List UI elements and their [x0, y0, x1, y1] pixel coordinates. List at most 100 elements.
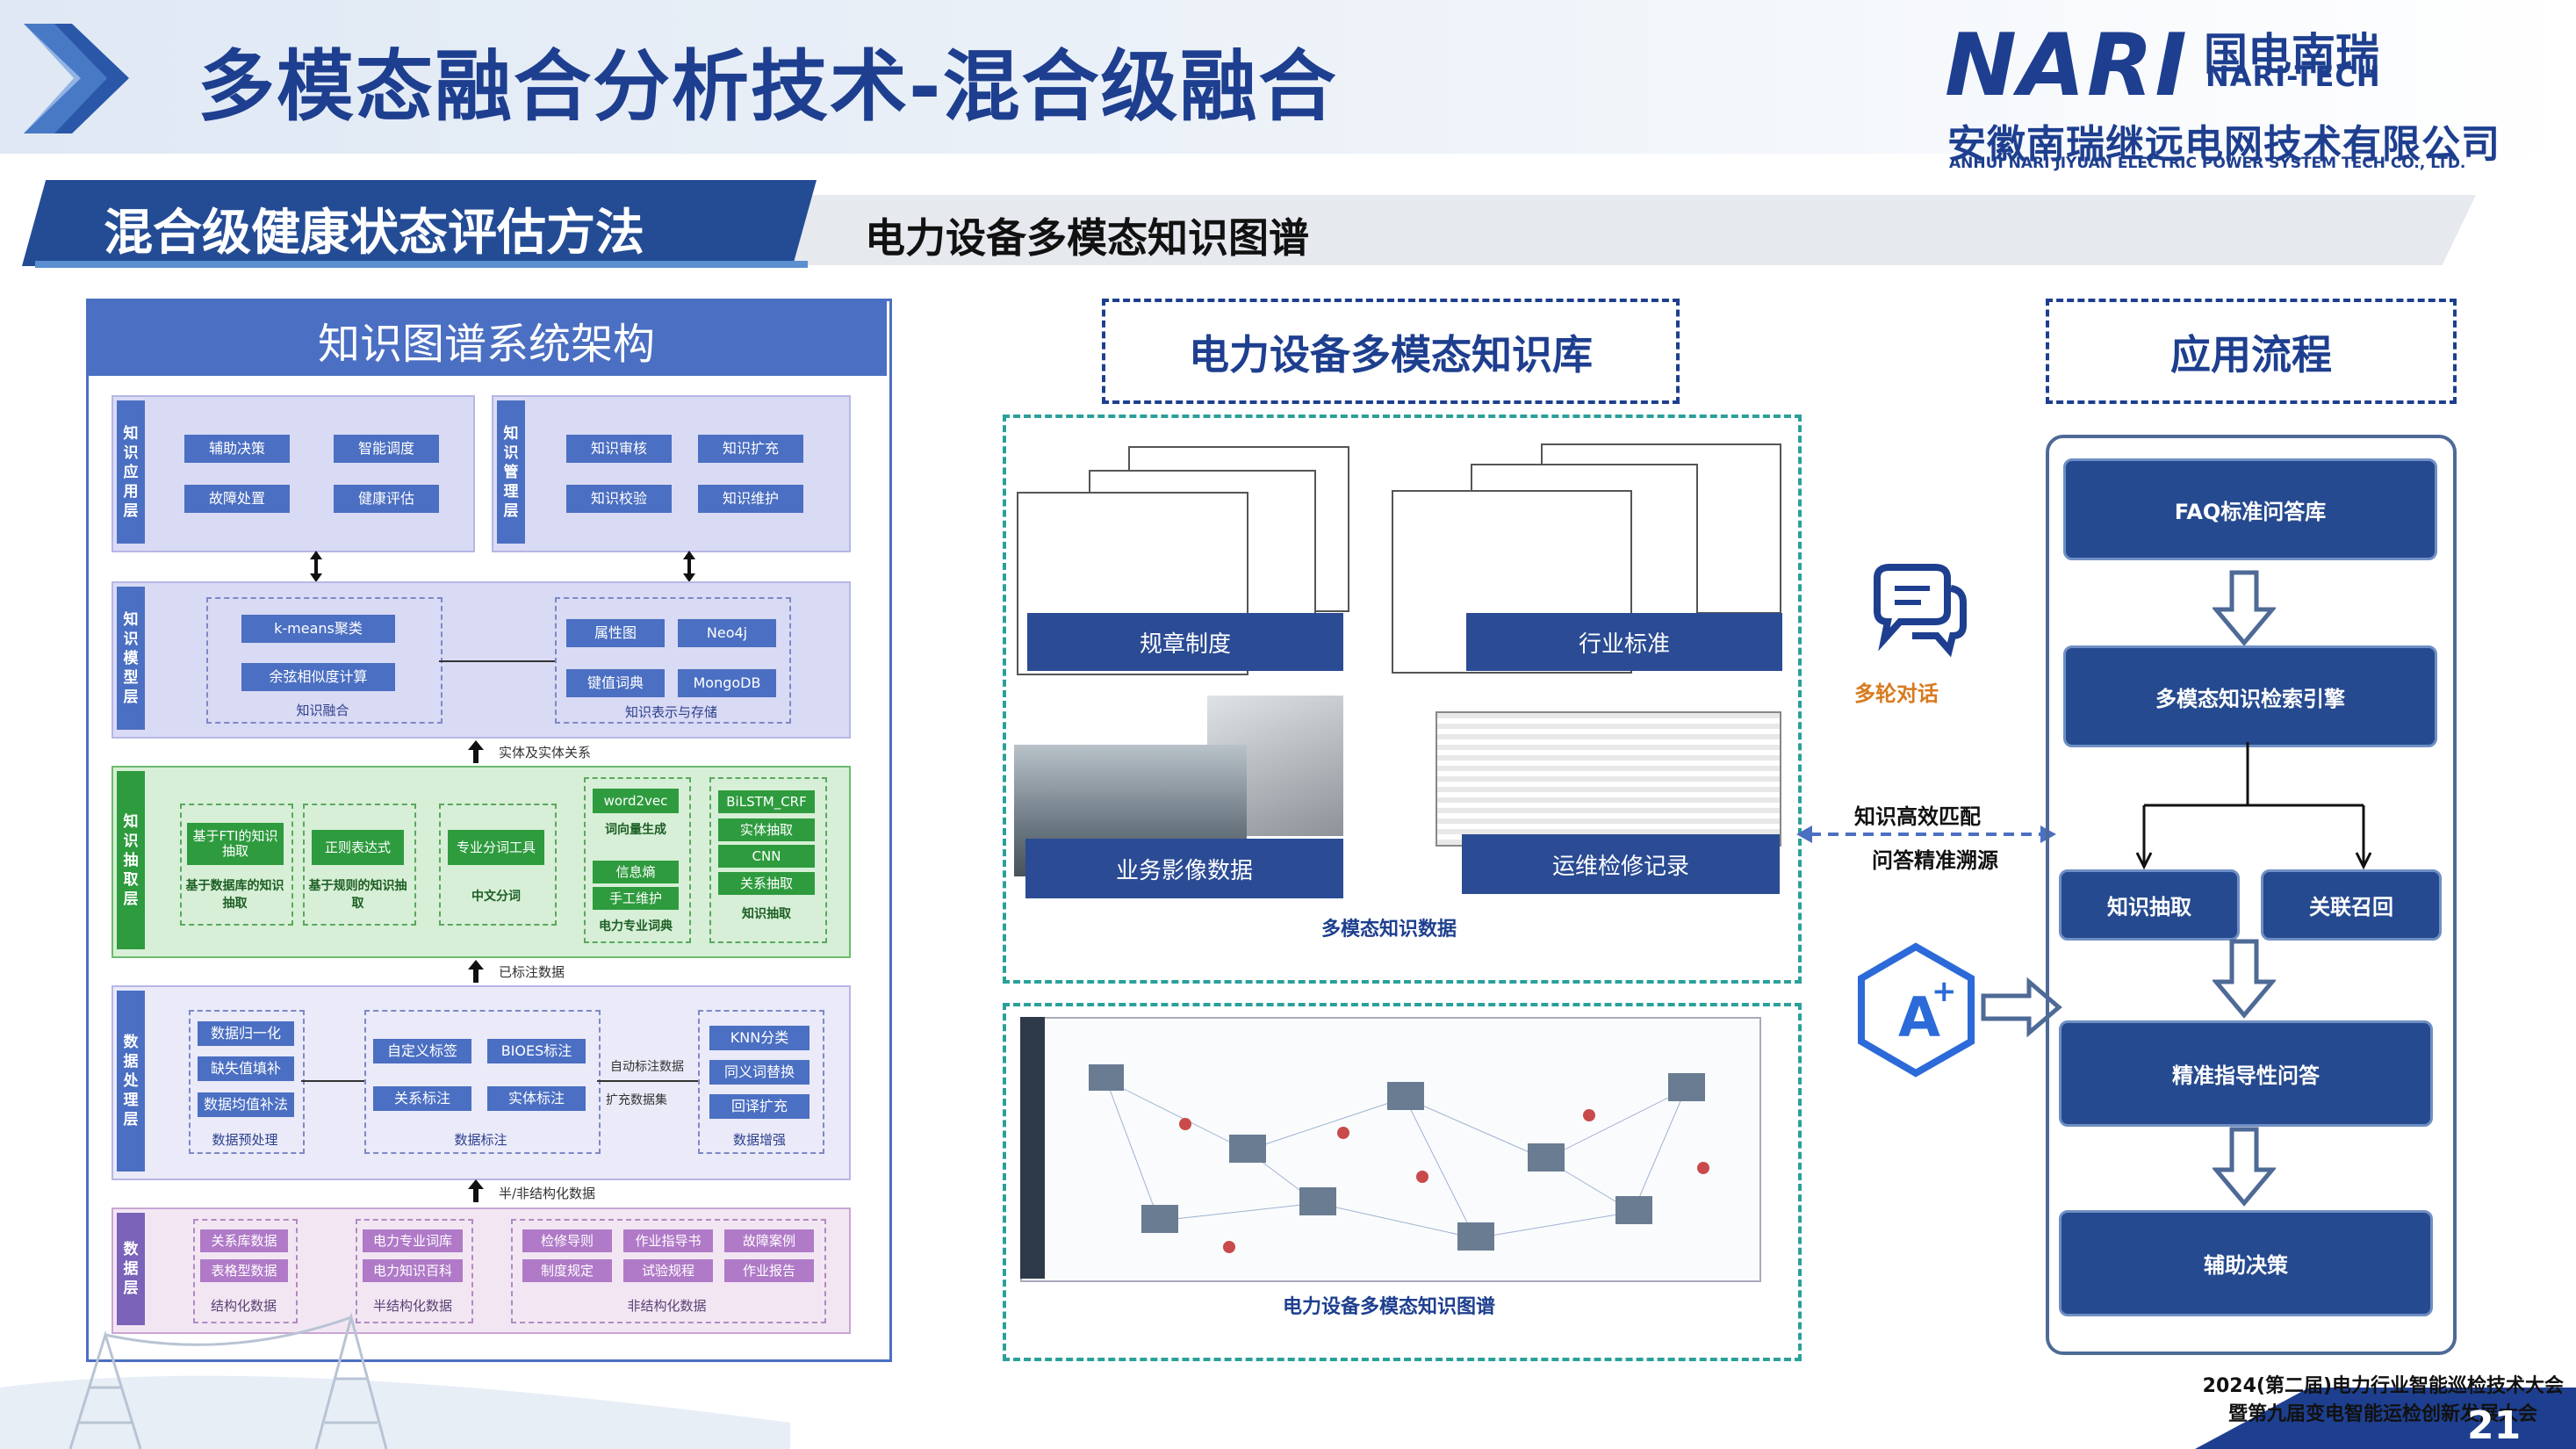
double-arrow-icon	[310, 551, 322, 582]
process-layer-label: 数据处理层	[117, 991, 145, 1171]
kb-title-box	[1102, 299, 1680, 404]
logo-tech: NARI-TECH	[2205, 60, 2381, 93]
extract-g1	[180, 804, 293, 926]
augment-group	[698, 1010, 824, 1154]
preprocess-group	[189, 1010, 305, 1154]
chip-normalize: 数据归一化	[198, 1021, 294, 1046]
step-qa: 精准指导性问答	[2059, 1020, 2433, 1127]
trace-label: 问答精准溯源	[1872, 848, 1998, 873]
chip-fill-missing: 缺失值填补	[198, 1056, 294, 1081]
kb-data-label: 多模态知识数据	[1320, 919, 1457, 941]
chip-verify: 知识校验	[566, 485, 672, 513]
kg-network-graph	[1089, 1064, 1709, 1253]
label-knowledge-extract: 知识抽取	[742, 907, 791, 921]
fusion-label: 知识融合	[296, 703, 349, 718]
unstructured-label: 非结构化数据	[627, 1298, 707, 1314]
kg-graph-label: 电力设备多模态知识图谱	[1282, 1296, 1495, 1318]
step-retrieval: 多模态知识检索引擎	[2063, 645, 2437, 747]
chip-neo4j: Neo4j	[678, 619, 776, 647]
architecture-title: 知识图谱系统架构	[317, 320, 655, 369]
match-label: 知识高效匹配	[1854, 804, 1981, 829]
data-layer-label: 数据层	[117, 1213, 145, 1325]
transmission-tower-decor	[0, 1312, 790, 1449]
gray-band	[790, 195, 2476, 265]
chip-back-translate: 回译扩充	[709, 1094, 809, 1119]
chip-segment-tool: 专业分词工具	[448, 830, 544, 865]
step-decision: 辅助决策	[2059, 1210, 2433, 1316]
chip-power-lexicon: 电力专业词库	[363, 1229, 463, 1252]
chip-bilstm: BiLSTM_CRF	[718, 790, 815, 813]
chevron-logo-icon	[24, 24, 129, 133]
mgmt-layer	[492, 395, 851, 552]
chip-cosine: 余弦相似度计算	[241, 663, 395, 691]
records-sheet	[1436, 711, 1781, 847]
chip-health: 健康评估	[334, 485, 439, 513]
nari-logo: NARI	[1945, 16, 2189, 116]
extract-layer-label: 知识抽取层	[117, 771, 145, 949]
storage-label: 知识表示与存储	[624, 704, 717, 720]
split-connector	[2135, 742, 2372, 869]
hollow-right-arrow-icon	[1981, 977, 2062, 1038]
kb-title: 电力设备多模态知识库	[1189, 331, 1593, 378]
extract-g2	[303, 804, 416, 926]
mgmt-layer-label: 知识管理层	[497, 400, 525, 544]
kg-title: 电力设备多模态知识图谱	[865, 214, 1309, 262]
down-arrow-icon	[2213, 939, 2276, 1019]
storage-group	[555, 597, 791, 724]
up-arrow-icon	[468, 1179, 484, 1202]
extract-g5	[709, 777, 827, 943]
entity-relation-label: 实体及实体关系	[499, 745, 592, 761]
semi-label: 半结构化数据	[372, 1298, 452, 1314]
chip-word2vec: word2vec	[593, 789, 679, 813]
chip-relation-extract: 关系抽取	[718, 872, 815, 895]
labeled-data-label: 已标注数据	[499, 964, 565, 980]
chip-mean-fill: 数据均值补法	[198, 1092, 294, 1117]
connector	[301, 1080, 364, 1082]
page-number: 21	[2467, 1403, 2522, 1448]
dialog-label: 多轮对话	[1854, 681, 1939, 706]
page-title: 多模态融合分析技术-混合级融合	[198, 41, 1338, 132]
step-recall: 关联召回	[2261, 869, 2442, 941]
flow-title-box	[2046, 299, 2457, 404]
chip-audit: 知识审核	[566, 435, 672, 463]
chip-entity-tag: 实体标注	[487, 1086, 586, 1111]
kb-data-box	[1003, 415, 1802, 984]
chip-regex: 正则表达式	[312, 830, 404, 865]
kg-screenshot	[1020, 1017, 1761, 1282]
chip-fti: 基于FTI的知识抽取	[187, 823, 284, 865]
chip-fault: 故障处置	[184, 485, 290, 513]
model-layer	[112, 581, 851, 739]
label-wordvec: 词向量生成	[605, 823, 666, 837]
step-extract: 知识抽取	[2059, 869, 2240, 941]
annotate-label: 数据标注	[454, 1132, 507, 1148]
app-layer	[112, 395, 475, 552]
auto-label-data: 自动标注数据	[610, 1060, 684, 1074]
chip-work-report: 作业报告	[724, 1259, 814, 1282]
chip-custom-tag: 自定义标签	[373, 1039, 471, 1063]
expand-dataset: 扩充数据集	[606, 1093, 667, 1107]
chip-kmeans: k-means聚类	[241, 615, 395, 643]
chat-icon	[1874, 564, 1967, 658]
chip-property-graph: 属性图	[566, 619, 665, 647]
chip-maintain: 知识维护	[698, 485, 803, 513]
logo-cn: 国电南瑞	[2204, 29, 2379, 80]
chip-table-data: 表格型数据	[200, 1259, 288, 1282]
double-arrow-icon	[683, 551, 695, 582]
architecture-header	[86, 299, 887, 376]
chip-cnn: CNN	[718, 845, 815, 868]
down-arrow-icon	[2213, 1127, 2276, 1207]
chip-knn: KNN分类	[709, 1026, 809, 1050]
label-rule-extract: 基于规则的知识抽取	[308, 879, 407, 911]
svg-text:+: +	[1932, 974, 1957, 1009]
section-subtitle: 混合级健康状态评估方法	[104, 205, 644, 262]
ai-hexagon-icon: A +	[1858, 942, 1975, 1078]
chip-synonym: 同义词替换	[709, 1060, 809, 1085]
app-layer-label: 知识应用层	[117, 400, 145, 544]
up-arrow-icon	[468, 740, 484, 763]
flow-container	[2046, 435, 2457, 1355]
chip-expand: 知识扩充	[698, 435, 803, 463]
chip-fault-case: 故障案例	[724, 1229, 814, 1252]
chip-relation-tag: 关系标注	[373, 1086, 471, 1111]
connector	[439, 660, 555, 662]
structured-group	[193, 1219, 298, 1323]
